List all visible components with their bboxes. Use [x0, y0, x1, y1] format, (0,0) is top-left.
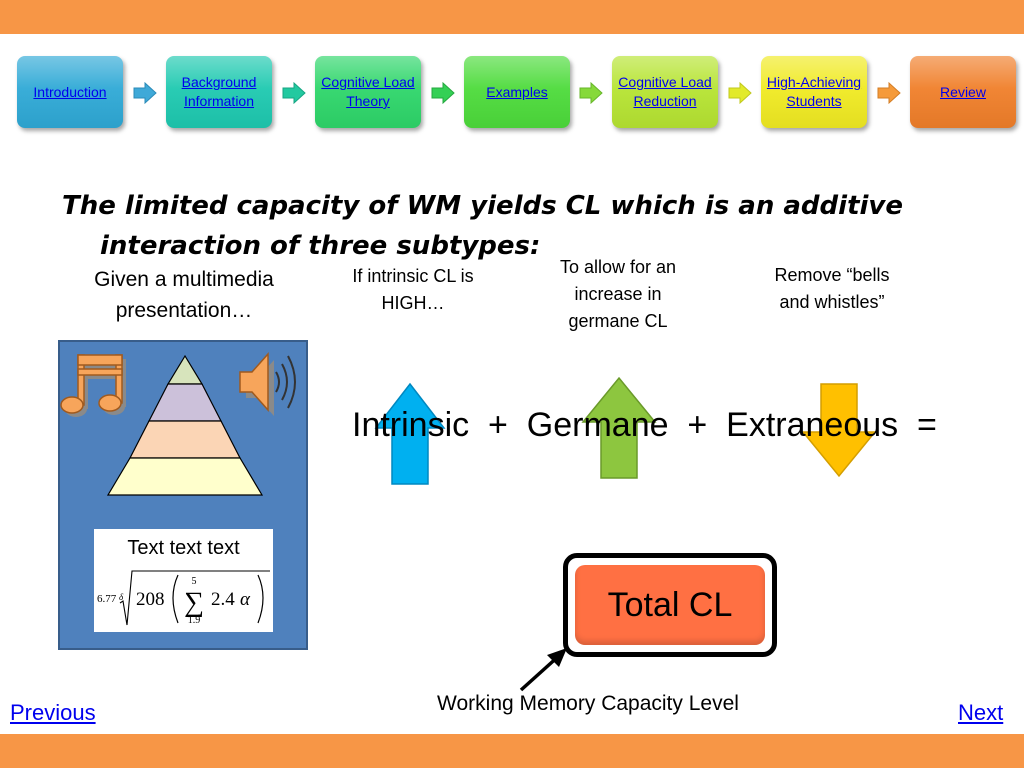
previous-link[interactable]: Previous: [10, 700, 96, 725]
nav-cognitive-load-theory-label: Cognitive Load Theory: [321, 74, 415, 109]
nav-cognitive-load-reduction-label: Cognitive Load Reduction: [618, 74, 712, 109]
formula-term: 2.4: [211, 589, 235, 610]
sigma-icon: ∑: [184, 587, 204, 618]
pointer-arrow-icon: [519, 648, 567, 692]
chevron-right-icon: [728, 82, 752, 104]
down-arrow-icon: [801, 383, 877, 478]
bottom-band: [0, 734, 1024, 768]
chevron-right-icon: [133, 82, 157, 104]
nav-examples-label: Examples: [486, 83, 548, 100]
total-cl-box: Total CL: [563, 553, 777, 657]
nav-cognitive-load-reduction[interactable]: Cognitive Load Reduction: [612, 56, 718, 128]
pyramid-icon: [106, 354, 264, 496]
caption-germane-line3: germane CL: [568, 311, 668, 331]
chevron-right-icon: [431, 82, 455, 104]
caption-germane-line1: To allow for an: [559, 257, 677, 277]
up-arrow-icon: [374, 382, 446, 485]
formula-alpha: α: [240, 589, 251, 610]
caption-extraneous: Remove “bells and whistles”: [746, 262, 918, 316]
music-notes-icon: [60, 354, 126, 417]
caption-intrinsic: If intrinsic CL is HIGH…: [333, 263, 493, 317]
formula-coefficient: 6.77: [97, 593, 117, 605]
chevron-right-icon: [282, 82, 306, 104]
top-band: [0, 0, 1024, 34]
caption-intrinsic-line1: If intrinsic CL is: [352, 266, 474, 286]
caption-multimedia: Given a multimedia presentation…: [64, 264, 304, 326]
slide-heading: The limited capacity of WM yields CL whi…: [62, 186, 922, 266]
caption-multimedia-line2: presentation…: [115, 299, 253, 322]
nav-examples[interactable]: Examples: [464, 56, 570, 128]
text-box-label: Text text text: [127, 537, 240, 559]
next-link[interactable]: Next: [958, 700, 1004, 725]
total-cl-label: Total CL: [575, 565, 765, 645]
nav-introduction-label: Introduction: [33, 83, 107, 100]
formula-number: 208: [136, 589, 165, 610]
cognitive-load-equation: Intrinsic + Germane + Extraneous =: [352, 406, 937, 444]
slide-heading-line1: The limited capacity of WM yields CL whi…: [62, 191, 903, 221]
nav-background-information[interactable]: Background Information: [166, 56, 272, 128]
slide-heading-line2: interaction of three subtypes:: [100, 231, 541, 261]
nav-background-information-label: Background Information: [181, 74, 257, 109]
caption-intrinsic-line2: HIGH…: [381, 293, 445, 313]
nav-cognitive-load-theory[interactable]: Cognitive Load Theory: [315, 56, 421, 128]
caption-germane-line2: increase in: [574, 284, 662, 304]
nav-review-label: Review: [940, 83, 986, 100]
caption-extraneous-line1: Remove “bells: [774, 265, 890, 285]
chevron-right-icon: [877, 82, 901, 104]
working-memory-label: Working Memory Capacity Level: [437, 692, 739, 715]
caption-multimedia-line1: Given a multimedia: [94, 268, 274, 291]
formula-lower-limit: 1.9: [188, 615, 201, 626]
up-arrow-icon: [581, 376, 657, 479]
chevron-right-icon: [579, 82, 603, 104]
formula-delta: δ: [119, 592, 124, 602]
nav-high-achieving-students-label: High-Achieving Students: [766, 74, 862, 109]
caption-extraneous-line2: and whistles”: [779, 292, 885, 312]
nav-introduction[interactable]: Introduction: [17, 56, 123, 128]
speaker-icon: [239, 352, 296, 416]
nav-review[interactable]: Review: [910, 56, 1016, 128]
caption-germane: To allow for an increase in germane CL: [538, 254, 698, 335]
formula-text-box: Text text text 6.77 δ 208 5 ∑ 1.9 2.4 α: [94, 529, 273, 632]
nav-high-achieving-students[interactable]: High-Achieving Students: [761, 56, 867, 128]
formula: 6.77 δ 208 5 ∑ 1.9 2.4 α: [97, 570, 270, 626]
formula-upper-limit: 5: [192, 576, 197, 587]
